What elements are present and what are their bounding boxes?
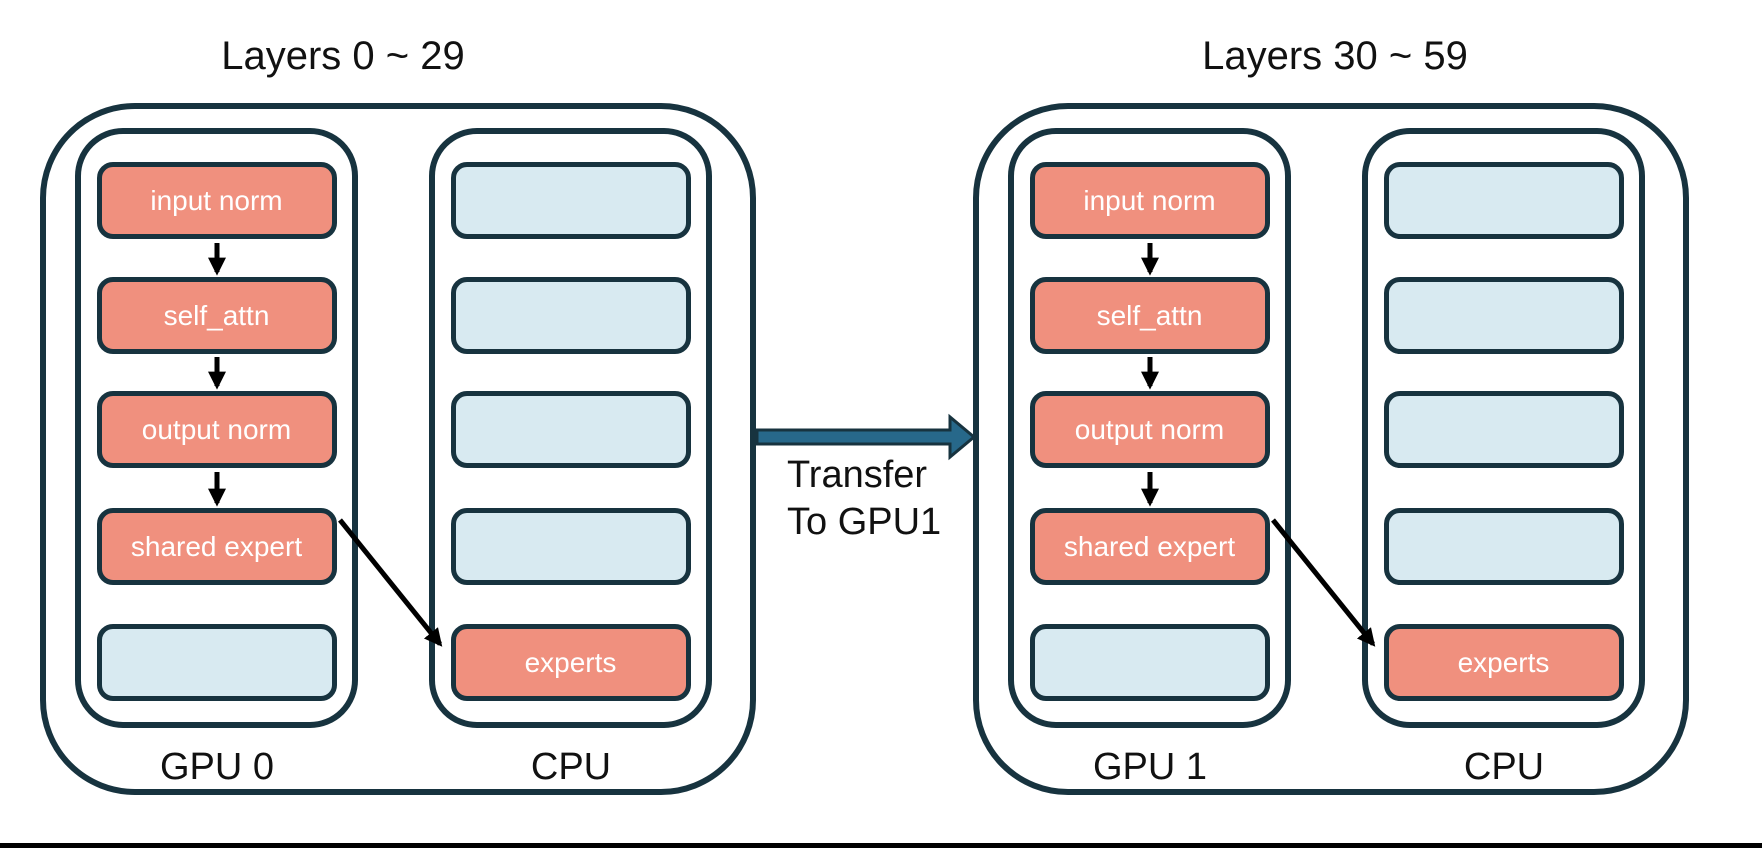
transfer-label: Transfer To GPU1 xyxy=(787,452,941,546)
pipeline-group-1: Layers 30 ~ 59 input norm self_attn outp… xyxy=(933,0,1693,850)
block-empty xyxy=(1029,624,1270,701)
gpu-column: input norm self_attn output norm shared … xyxy=(75,128,358,728)
block-empty xyxy=(96,624,337,701)
block-input-norm: input norm xyxy=(1029,162,1270,239)
cpu-label: CPU xyxy=(1463,746,1545,788)
block-self-attn: self_attn xyxy=(1029,277,1270,354)
block-empty xyxy=(1383,162,1624,239)
gpu-column: input norm self_attn output norm shared … xyxy=(1008,128,1291,728)
bottom-rule xyxy=(0,843,1762,848)
cpu-column: experts xyxy=(429,128,712,728)
transfer-label-line1: Transfer xyxy=(787,454,928,496)
block-input-norm: input norm xyxy=(96,162,337,239)
group-title: Layers 0 ~ 29 xyxy=(221,34,465,78)
cpu-label: CPU xyxy=(530,746,612,788)
block-empty xyxy=(450,508,691,585)
block-experts: experts xyxy=(450,624,691,701)
block-shared-expert: shared expert xyxy=(96,508,337,585)
block-output-norm: output norm xyxy=(1029,391,1270,468)
block-empty xyxy=(450,162,691,239)
gpu-label: GPU 1 xyxy=(1092,746,1208,788)
block-empty xyxy=(450,277,691,354)
cpu-column: experts xyxy=(1362,128,1645,728)
block-self-attn: self_attn xyxy=(96,277,337,354)
block-empty xyxy=(1383,391,1624,468)
block-output-norm: output norm xyxy=(96,391,337,468)
block-empty xyxy=(450,391,691,468)
gpu-label: GPU 0 xyxy=(159,746,275,788)
block-empty xyxy=(1383,277,1624,354)
group-title: Layers 30 ~ 59 xyxy=(1202,34,1468,78)
block-empty xyxy=(1383,508,1624,585)
block-shared-expert: shared expert xyxy=(1029,508,1270,585)
pipeline-group-0: Layers 0 ~ 29 input norm self_attn outpu… xyxy=(0,0,760,850)
transfer-label-line2: To GPU1 xyxy=(787,501,942,543)
block-experts: experts xyxy=(1383,624,1624,701)
